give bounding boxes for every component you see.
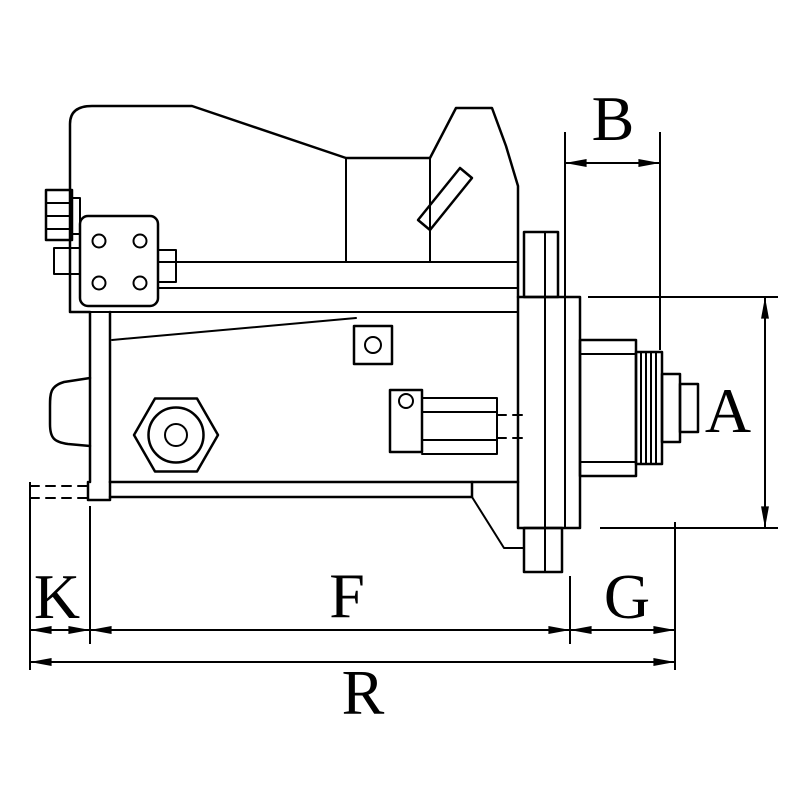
mounting-flange-bottom-tab [522, 526, 564, 574]
motor-base-strip [108, 480, 474, 499]
casting-line [111, 317, 357, 341]
mounting-flange-plate [516, 295, 582, 530]
dim-label-r: R [342, 657, 385, 728]
hex-bolt-circle [147, 406, 205, 464]
motor-body-outline [68, 104, 520, 484]
mounting-flange-face-lines [544, 231, 566, 573]
pinion-gear [634, 350, 664, 466]
hex-bolt-center [164, 423, 188, 447]
terminal-bolt-icon [91, 275, 107, 291]
left-lug [48, 376, 92, 448]
pinion-hub-chamfers [579, 353, 637, 463]
pinion-gear-teeth [640, 351, 657, 465]
dim-label-g: G [604, 561, 650, 632]
drive-shaft-lines [421, 397, 498, 455]
through-bolt-rails [89, 261, 519, 313]
terminal-lower-block [53, 247, 81, 275]
housing-seam-lines [345, 157, 431, 263]
motor-foot [86, 480, 112, 502]
terminal-bolt-icon [91, 233, 107, 249]
dim-label-k: K [34, 561, 80, 632]
terminal-stud-collar [71, 197, 81, 235]
dimension-labels: B A K F G R [34, 83, 751, 728]
terminal-stud-ribs [45, 202, 73, 230]
side-mounting-pad [352, 324, 394, 366]
flange-gusset [471, 496, 525, 549]
center-bracket-bolt-icon [398, 393, 414, 409]
shaft-step [660, 372, 682, 444]
hex-bolt [132, 397, 220, 473]
terminal-bracket-tab [157, 249, 177, 283]
mounting-flange-top-tab [522, 230, 560, 299]
hidden-edge-lines [29, 485, 89, 499]
side-pad-hole [364, 336, 382, 354]
terminal-bolt-icon [132, 275, 148, 291]
pinion-hub [578, 338, 638, 478]
terminal-bolt-icon [132, 233, 148, 249]
dim-label-a: A [705, 375, 751, 446]
shaft-end [678, 382, 700, 434]
center-bracket [388, 388, 424, 454]
motor-drawing [29, 104, 700, 574]
dim-label-b: B [592, 83, 635, 154]
dim-label-f: F [329, 560, 365, 631]
terminal-bracket [78, 214, 160, 308]
dimension-annotations [29, 132, 778, 670]
solenoid-ridge [416, 166, 474, 232]
